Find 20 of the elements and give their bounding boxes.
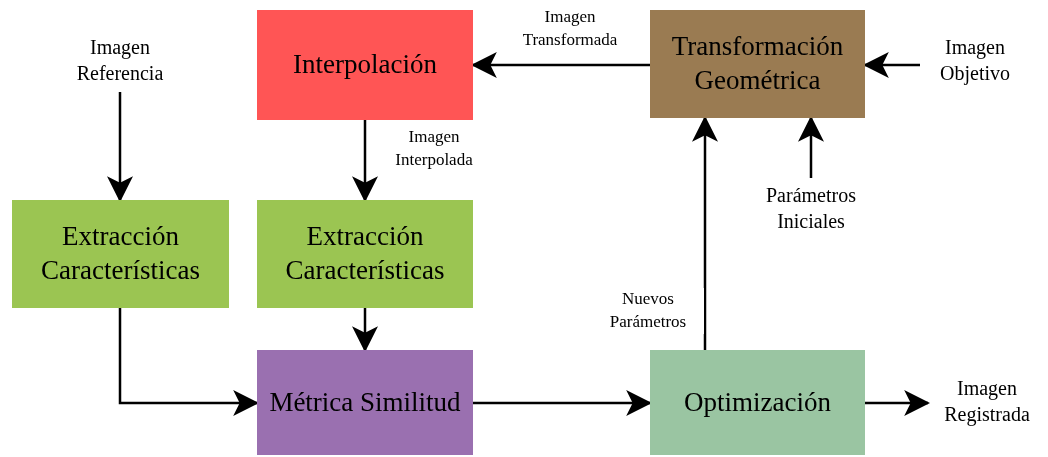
process-box <box>12 200 229 308</box>
box-label: Optimización <box>683 385 832 419</box>
text-label: Imagen Registrada <box>943 376 1031 427</box>
arrow <box>865 390 931 416</box>
text-label: Imagen Objetivo <box>939 35 1011 86</box>
process-box <box>257 200 473 308</box>
box-label: Métrica Similitud <box>268 385 462 419</box>
process-box <box>650 10 865 118</box>
text-label: Parámetros Iniciales <box>765 183 857 234</box>
arrow <box>352 308 378 353</box>
text-label: Imagen Referencia <box>75 35 165 86</box>
box-label: Extracción Características <box>40 220 201 287</box>
box-label: Extracción Características <box>284 220 446 287</box>
process-box <box>257 10 473 120</box>
box-label: Interpolación <box>292 48 438 82</box>
arrow <box>107 92 133 203</box>
box-label: Transformación Geométrica <box>670 30 845 97</box>
process-box <box>257 350 473 455</box>
arrow <box>352 120 378 203</box>
process-box <box>650 350 865 455</box>
